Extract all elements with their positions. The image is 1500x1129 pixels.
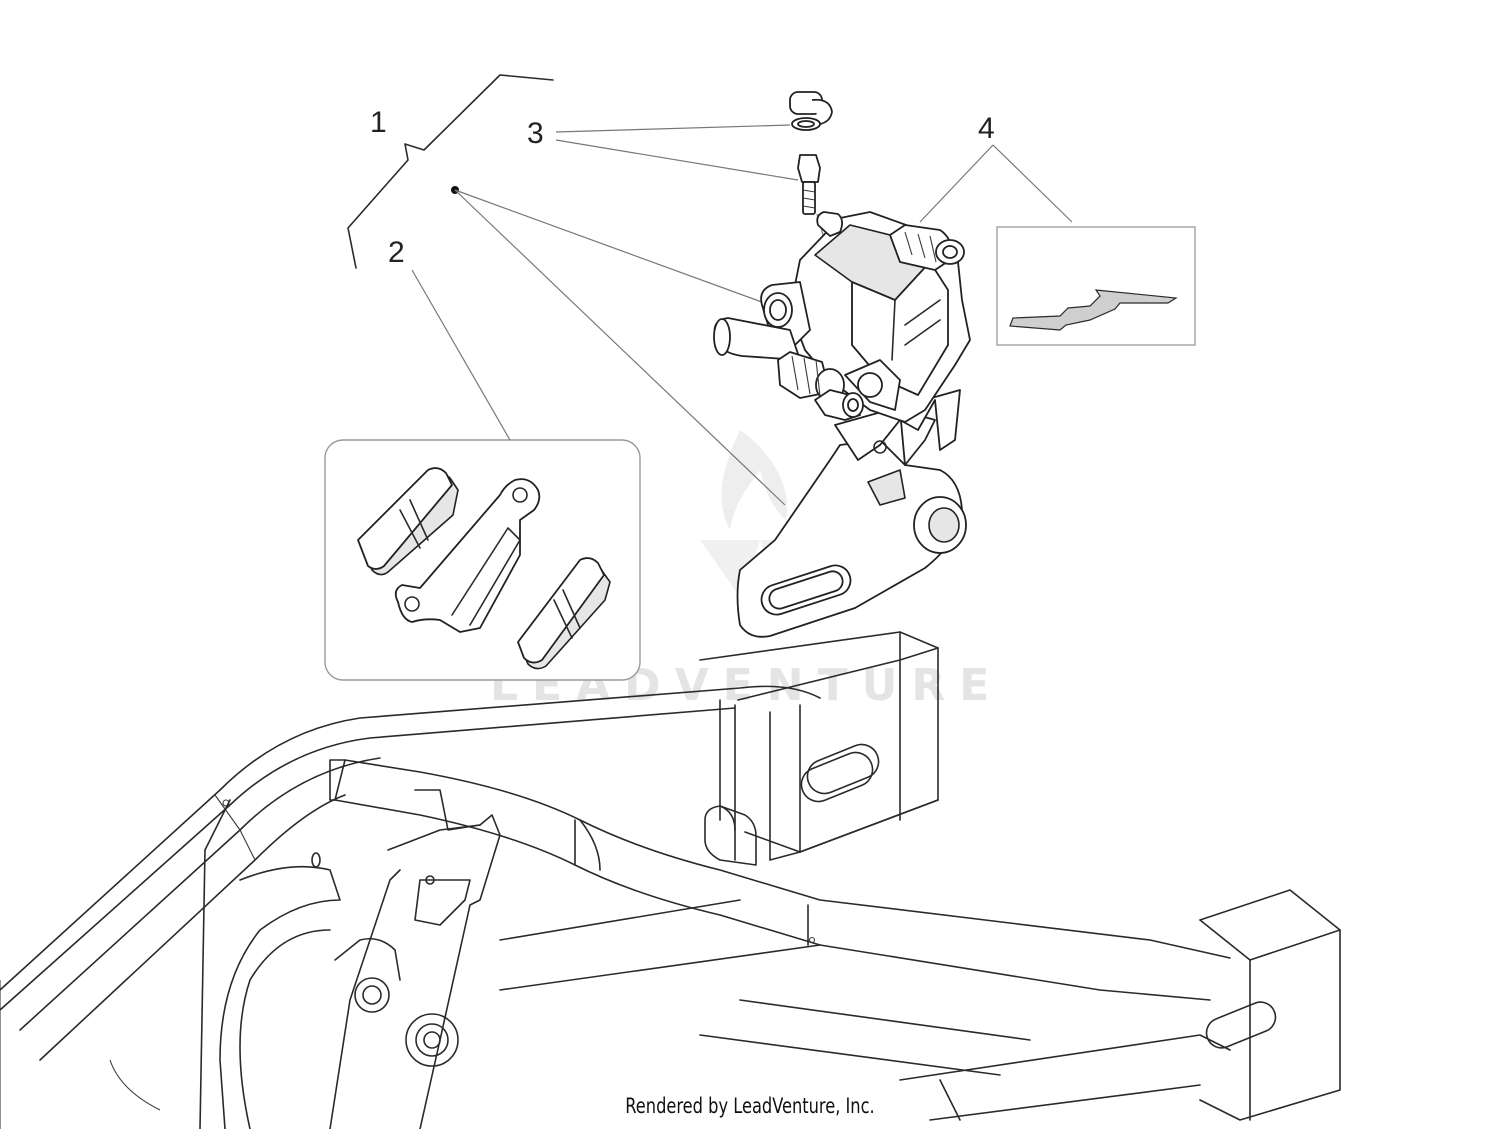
brake-pad-kit[interactable]: [324, 439, 641, 681]
callout-4[interactable]: 4: [978, 112, 995, 145]
callout-2[interactable]: 2: [388, 236, 405, 269]
brake-caliper[interactable]: [713, 211, 971, 638]
callout-3[interactable]: 3: [527, 117, 544, 150]
swingarm-frame: [0, 631, 1341, 1129]
assembly-bracket: [347, 74, 786, 506]
bleeder-screw[interactable]: [789, 91, 833, 215]
callout-1[interactable]: 1: [370, 106, 387, 139]
decal-label-box[interactable]: [996, 226, 1196, 346]
render-credit: Rendered by LeadVenture, Inc.: [625, 1094, 875, 1118]
decal-shape: [1009, 289, 1178, 331]
callout-2-leader: [411, 269, 511, 441]
